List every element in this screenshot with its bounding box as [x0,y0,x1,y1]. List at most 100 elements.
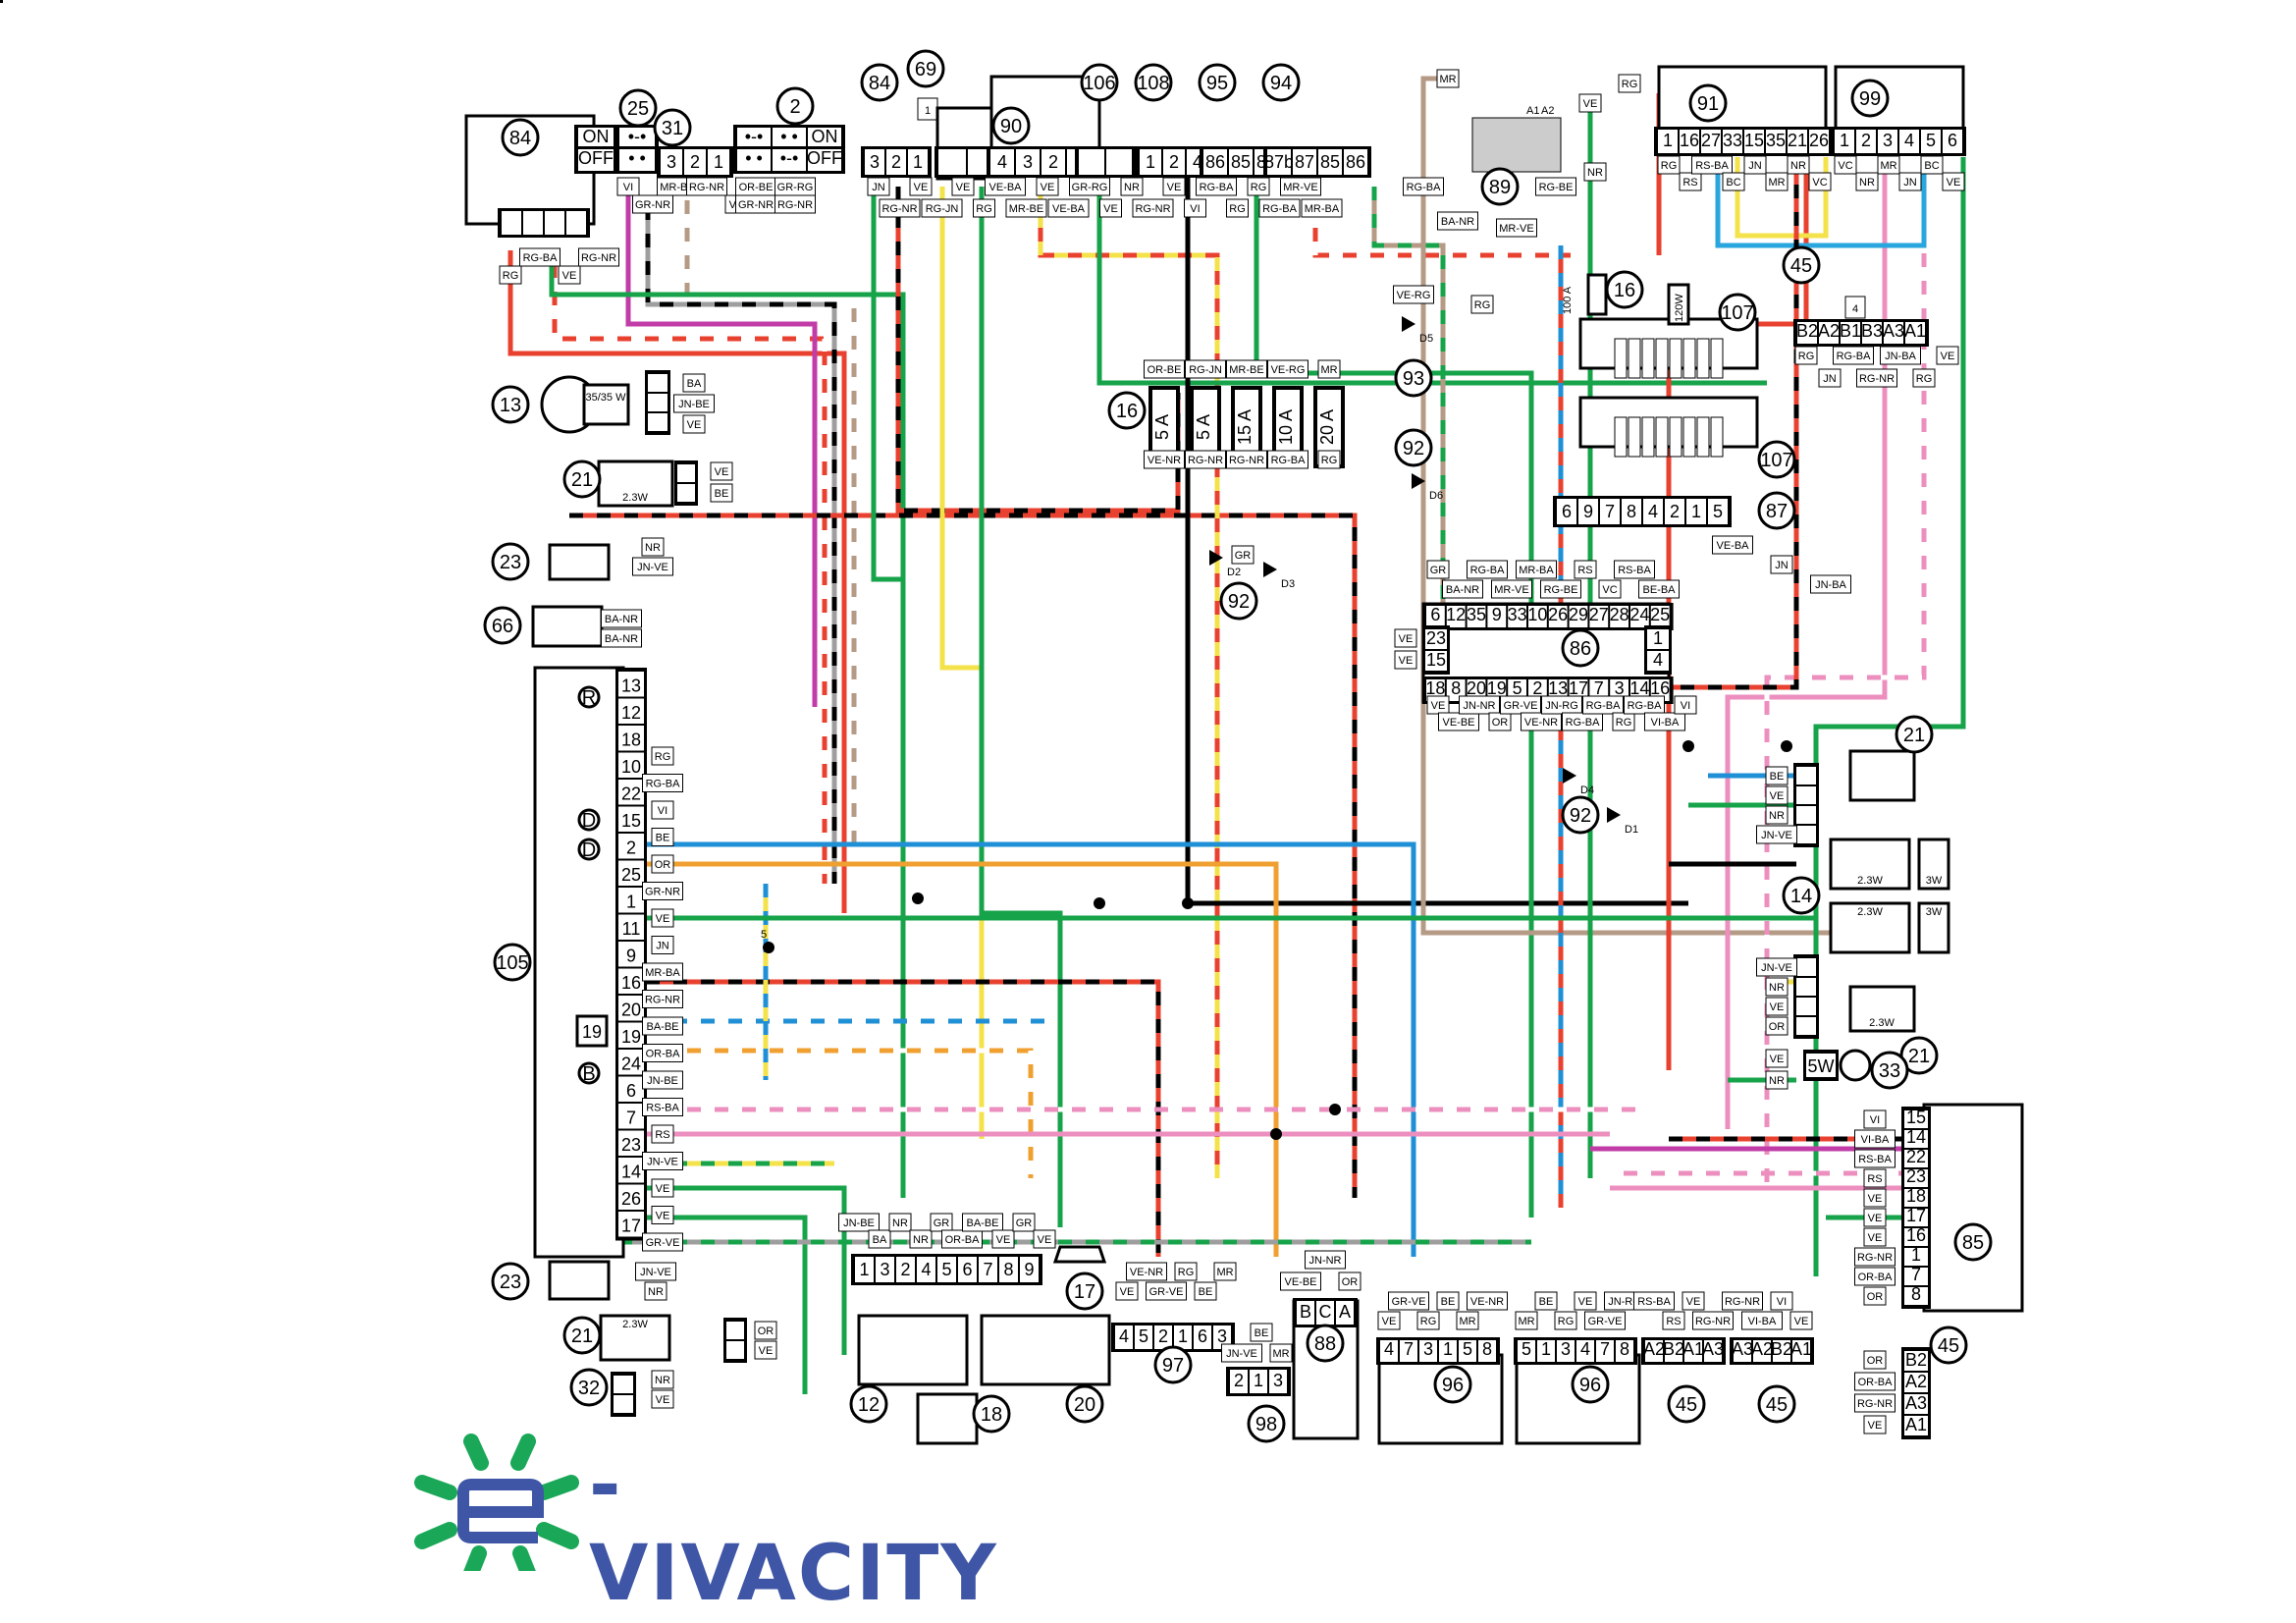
component-number: 93 [1394,358,1433,398]
contactor-pin: A2 [1541,105,1554,117]
svg-text:A: A [1339,1302,1351,1322]
svg-text:86: 86 [1570,638,1591,660]
svg-text:RG: RG [1474,299,1491,311]
svg-text:19: 19 [1487,678,1507,698]
svg-text:7: 7 [1594,678,1604,698]
wire-label: RG-NR [1856,368,1897,388]
svg-text:2: 2 [626,839,636,858]
svg-text:OR: OR [1769,1021,1786,1033]
svg-text:3: 3 [880,1260,889,1279]
svg-text:MR: MR [1216,1267,1233,1278]
svg-text:• •: • • [780,127,798,146]
svg-text:5: 5 [1522,1339,1531,1359]
svg-text:RG-NR: RG-NR [689,182,724,193]
component-number: 87 [1757,491,1796,530]
svg-text:BE: BE [715,488,729,500]
wire-label: VC [1598,579,1622,599]
wire-label: RG-BA [1196,177,1237,196]
svg-text:RS-BA: RS-BA [1695,160,1729,172]
connector: 5W [1803,1050,1839,1081]
svg-text:4: 4 [1904,131,1914,150]
svg-text:92: 92 [1403,438,1424,460]
svg-text:1: 1 [626,893,636,912]
connector [611,1372,636,1417]
svg-text:BA-BE: BA-BE [966,1217,998,1229]
svg-text:GR-VE: GR-VE [1588,1316,1623,1327]
svg-text:2: 2 [1234,1371,1244,1390]
svg-text:24: 24 [621,1055,641,1074]
svg-text:C: C [1319,1302,1332,1322]
svg-text:4: 4 [1384,1339,1394,1359]
battery-96-1 [1515,1353,1641,1445]
svg-text:5W: 5W [1808,1056,1835,1076]
wire-label: RG [1618,74,1641,93]
svg-text:JN-NR: JN-NR [1464,700,1496,712]
svg-text:95: 95 [1206,73,1228,94]
svg-text:8: 8 [1620,1339,1629,1359]
svg-text:27: 27 [1701,131,1721,150]
wire-label: VE [1765,1049,1789,1068]
svg-text:•-•: •-• [745,127,764,146]
wire-label: NR [651,1370,674,1389]
svg-text:RG-NR: RG-NR [1188,455,1223,466]
wire-label: VE-NR [1521,712,1562,731]
svg-text:OR: OR [758,1325,774,1337]
svg-text:1: 1 [1146,152,1155,172]
wire-label: RS-BA [1691,155,1733,175]
wire-label: RG-BA [1582,695,1624,715]
svg-text:OR: OR [1867,1291,1884,1303]
svg-text:19: 19 [621,1027,641,1047]
svg-text:RS-BA: RS-BA [1858,1154,1892,1165]
svg-text:1: 1 [1911,1245,1921,1265]
svg-text:94: 94 [1270,73,1292,94]
svg-text:86: 86 [1205,152,1225,172]
svg-text:33: 33 [1508,605,1527,624]
svg-text:RG-NR: RG-NR [645,995,680,1006]
wire-label: RG-BA [642,774,683,792]
svg-text:14: 14 [621,1163,641,1182]
connector: • ••-•OFF [733,146,845,174]
svg-text:JN-VE: JN-VE [637,562,668,573]
svg-text:BC: BC [1924,160,1939,172]
component-number: 18 [972,1394,1011,1434]
svg-text:OR-BA: OR-BA [945,1234,981,1246]
diode-label: D3 [1281,578,1295,590]
wire-label: RG-NR [1692,1311,1734,1330]
svg-text:16: 16 [1116,401,1138,422]
diode-label: D5 [1419,333,1433,345]
svg-text:RG-BA: RG-BA [1407,182,1442,193]
svg-text:23: 23 [1426,628,1446,648]
svg-text:4: 4 [1193,152,1202,172]
wire-label: RG-BA [1624,695,1665,715]
svg-text:VE: VE [656,1183,670,1195]
svg-text:2: 2 [1158,1326,1168,1346]
svg-text:92: 92 [1228,591,1250,613]
svg-text:3: 3 [1561,1339,1571,1359]
svg-text:21: 21 [571,1325,593,1347]
wire-label: VI [651,800,674,820]
svg-text:•-•: •-• [628,127,647,146]
wire-label: VE-NR [1144,450,1185,469]
svg-text:D: D [582,810,596,832]
svg-text:RG: RG [1916,373,1933,385]
wire-label: BA-NR [601,609,642,628]
wire-label: JN [1818,368,1842,388]
svg-text:• •: • • [745,148,763,168]
battery-cell [1696,338,1710,379]
svg-text:VE: VE [1794,1316,1809,1327]
svg-text:RG: RG [1622,79,1638,90]
svg-text:JN-VE: JN-VE [640,1267,671,1278]
wire-ve [1096,187,1767,386]
wire-label: JN-BA [1810,574,1851,594]
svg-text:97: 97 [1162,1355,1184,1377]
svg-text:98: 98 [1255,1414,1277,1435]
wire-label: RG [1612,712,1635,731]
wire-label: VE [1377,1311,1401,1330]
svg-text:15: 15 [1906,1108,1926,1127]
wire-label: GR [1231,545,1255,565]
wire-label: VE [682,414,706,434]
wire-label: VE [1936,346,1959,365]
component-number: 84 [501,118,540,157]
svg-text:MR-BA: MR-BA [1305,203,1340,215]
